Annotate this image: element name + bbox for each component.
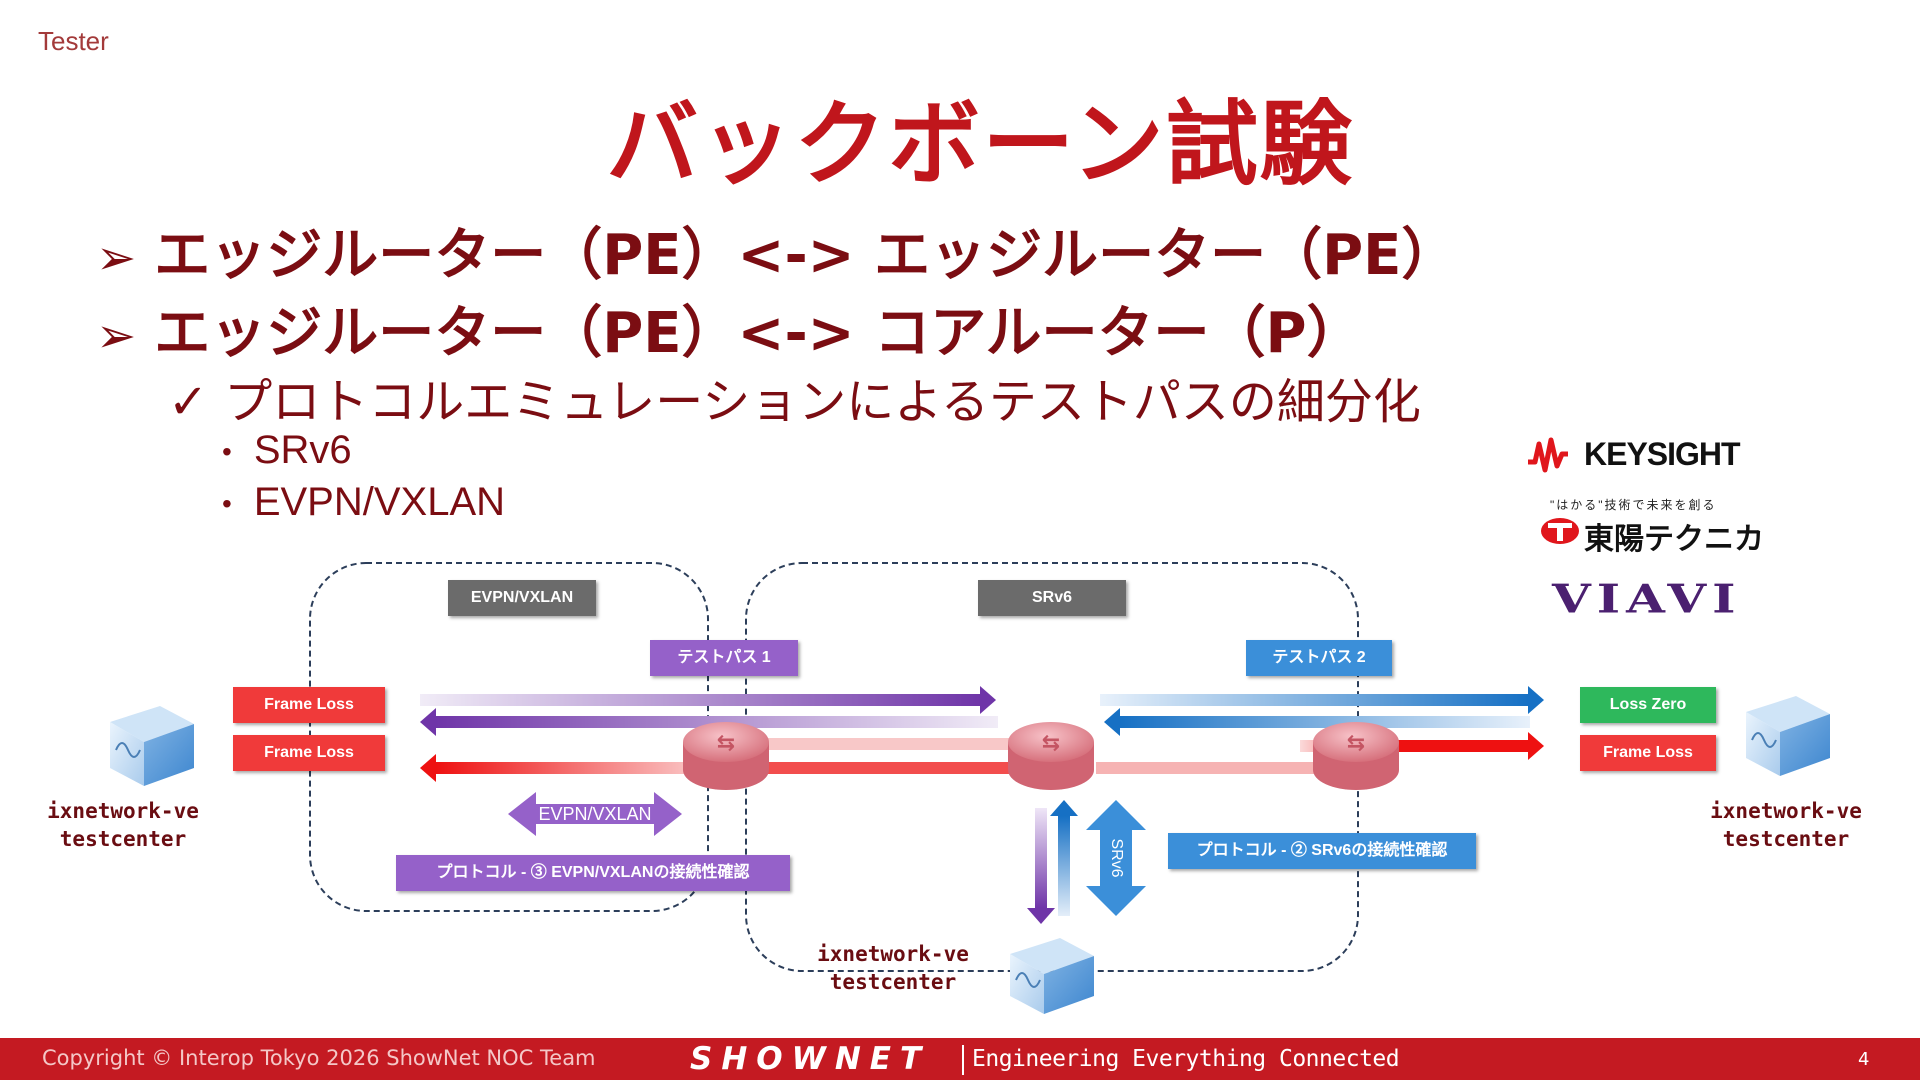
protocol-check-evpn: プロトコル - ③ EVPN/VXLANの接続性確認 bbox=[396, 855, 790, 891]
footer-tagline: Engineering Everything Connected bbox=[972, 1046, 1400, 1072]
testpath1-forward-arrow bbox=[420, 694, 980, 706]
slide-title: バックボーン試験 bbox=[0, 70, 1920, 203]
sub-sub-bullet-srv6: • SRv6 bbox=[222, 428, 352, 473]
bullet-pe-p: ➢ エッジルーター（PE）<-> コアルーター（P） bbox=[96, 288, 1363, 369]
router-icon-pe-left: ⇆ bbox=[683, 722, 769, 790]
dot-marker: • bbox=[222, 488, 232, 520]
arrowhead bbox=[420, 754, 436, 782]
toyo-logo: 東陽テクニカ bbox=[1584, 523, 1764, 556]
testpath2-forward-arrow bbox=[1100, 694, 1528, 706]
page-number: 4 bbox=[1858, 1049, 1870, 1070]
sub-bullet-emulation: ✓ プロトコルエミュレーションによるテストパスの細分化 bbox=[168, 362, 1421, 432]
tester-type: testcenter bbox=[59, 827, 187, 851]
sub-sub-bullet-evpn: • EVPN/VXLAN bbox=[222, 480, 505, 525]
tester-label-right: ixnetwork-ve testcenter bbox=[1676, 797, 1896, 853]
srv6-zone-label: SRv6 bbox=[978, 580, 1126, 616]
slide-title-text: バックボーン試験 bbox=[606, 91, 1354, 198]
sub-sub-bullet-text: EVPN/VXLAN bbox=[253, 480, 506, 524]
arrowhead bbox=[980, 686, 996, 714]
arrowhead bbox=[1528, 686, 1544, 714]
bullet-marker: ➢ bbox=[96, 230, 137, 286]
router-icon-pe-right: ⇆ bbox=[1313, 722, 1399, 790]
copyright-text: Copyright © Interop Tokyo 2026 ShowNet N… bbox=[42, 1046, 596, 1070]
tester-cube-icon-right bbox=[1746, 696, 1830, 776]
status-badge-right-bottom: Frame Loss bbox=[1580, 735, 1716, 771]
footer-divider bbox=[962, 1045, 964, 1075]
core-red-link bbox=[1096, 762, 1352, 774]
keysight-logo: KEYSIGHT bbox=[1584, 436, 1741, 472]
srv6-arrow-label: SRv6 bbox=[1108, 838, 1125, 878]
toyo-tagline: "はかる"技術で未来を創る bbox=[1550, 498, 1717, 512]
bullet-text: エッジルーター（PE）<-> コアルーター（P） bbox=[154, 301, 1363, 366]
status-badge-left-top: Frame Loss bbox=[233, 687, 385, 723]
viavi-logo: VIAVI bbox=[1552, 576, 1742, 623]
tester-name: ixnetwork-ve bbox=[47, 799, 199, 823]
testpath1-label: テストパス 1 bbox=[650, 640, 798, 676]
dot-marker: • bbox=[222, 436, 232, 468]
footer-bar bbox=[0, 1038, 1920, 1080]
bullet-pe-pe: ➢ エッジルーター（PE）<-> エッジルーター（PE） bbox=[96, 210, 1457, 291]
status-badge-left-bottom: Frame Loss bbox=[233, 735, 385, 771]
core-red-link bbox=[726, 762, 1036, 774]
vertical-blue-arrow bbox=[1058, 816, 1070, 916]
evpn-arrow-label: EVPN/VXLAN bbox=[538, 804, 652, 824]
srv6-protocol-double-arrow bbox=[1086, 800, 1146, 916]
testpath2-return-arrow bbox=[1120, 716, 1530, 728]
testpath1-return-arrow bbox=[436, 716, 998, 728]
section-label: Tester bbox=[38, 26, 109, 56]
svg-text:⇆: ⇆ bbox=[717, 731, 735, 756]
arrowhead bbox=[420, 708, 436, 736]
sub-sub-bullet-text: SRv6 bbox=[253, 428, 352, 472]
check-marker: ✓ bbox=[168, 374, 209, 430]
shownet-logo: SHOWNET bbox=[690, 1041, 931, 1077]
svg-text:⇆: ⇆ bbox=[1347, 731, 1365, 756]
evpn-zone-label: EVPN/VXLAN bbox=[448, 580, 596, 616]
tester-name: ixnetwork-ve bbox=[817, 942, 969, 966]
evpn-protocol-double-arrow bbox=[508, 792, 682, 836]
arrowhead bbox=[1027, 908, 1055, 924]
testpath2-label: テストパス 2 bbox=[1246, 640, 1392, 676]
bullet-marker: ➢ bbox=[96, 308, 137, 364]
sub-bullet-text: プロトコルエミュレーションによるテストパスの細分化 bbox=[224, 374, 1421, 430]
tester-label-bottom: ixnetwork-ve testcenter bbox=[783, 940, 1003, 996]
tester-name: ixnetwork-ve bbox=[1710, 799, 1862, 823]
svg-text:⇆: ⇆ bbox=[1042, 731, 1060, 756]
router-icon-core: ⇆ bbox=[1008, 722, 1094, 790]
red-fade-upper bbox=[696, 738, 1026, 750]
tester-type: testcenter bbox=[829, 970, 957, 994]
arrowhead bbox=[1104, 708, 1120, 736]
arrowhead bbox=[1528, 732, 1544, 760]
protocol-check-srv6: プロトコル - ② SRv6の接続性確認 bbox=[1168, 833, 1476, 869]
right-red-arrow bbox=[1396, 740, 1528, 752]
tester-cube-icon-bottom bbox=[1010, 938, 1094, 1014]
status-badge-right-top: Loss Zero bbox=[1580, 687, 1716, 723]
tester-cube-icon-left bbox=[110, 706, 194, 786]
keysight-wave-icon bbox=[1528, 437, 1568, 473]
left-red-arrow bbox=[436, 762, 726, 774]
vertical-purple-arrow bbox=[1035, 808, 1047, 908]
arrowhead bbox=[1050, 800, 1078, 816]
tester-type: testcenter bbox=[1722, 827, 1850, 851]
toyo-emblem-icon bbox=[1541, 518, 1579, 544]
tester-label-left: ixnetwork-ve testcenter bbox=[13, 797, 233, 853]
bullet-text: エッジルーター（PE）<-> エッジルーター（PE） bbox=[154, 223, 1458, 288]
